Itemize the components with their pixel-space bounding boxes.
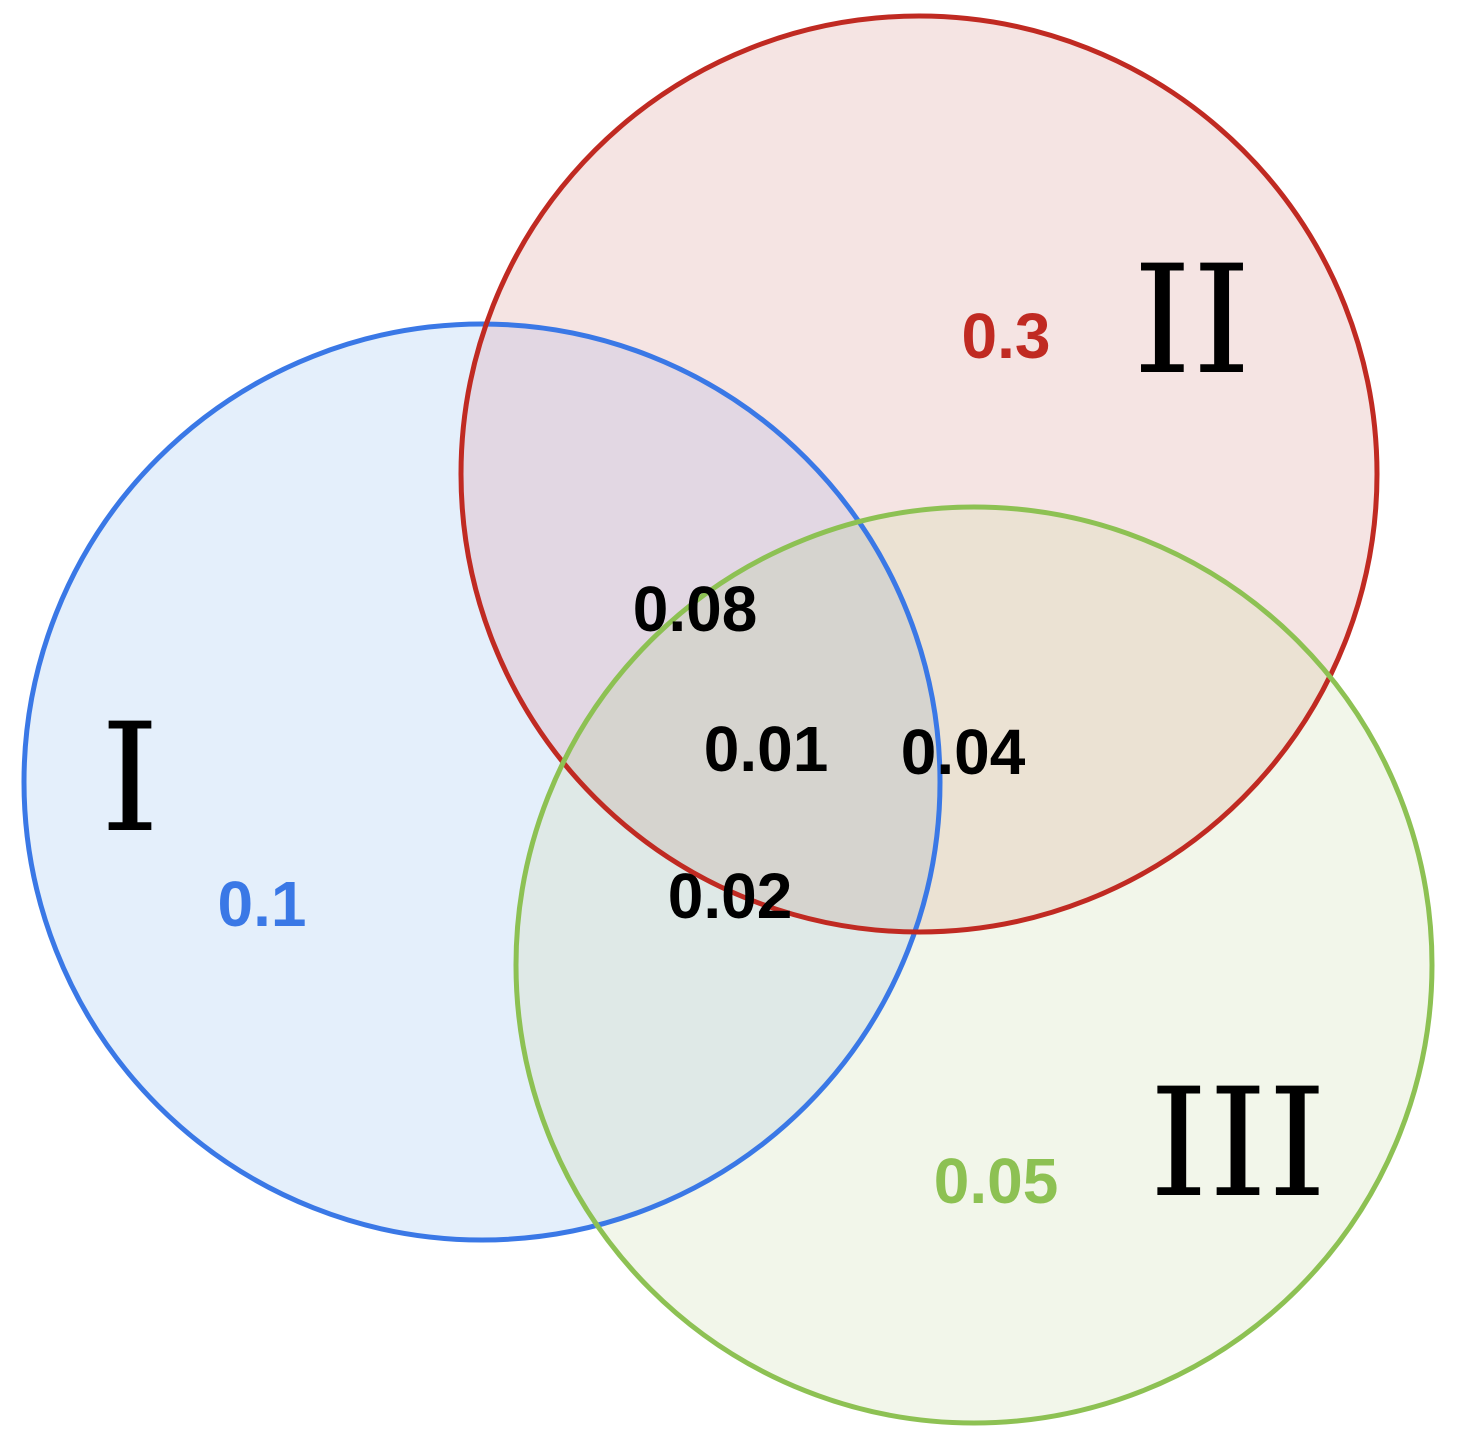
- overlap-I-II-III: [516, 507, 940, 932]
- set-II-outline: [458, 13, 1380, 935]
- set-II-label: II: [1133, 234, 1252, 408]
- set-III-label: III: [1149, 1057, 1327, 1231]
- intersection-I-II-III-value: 0.01: [704, 713, 829, 785]
- set-I-outline: [21, 321, 943, 1243]
- set-III-outline: [513, 504, 1435, 1426]
- set-III-value: 0.05: [934, 1145, 1059, 1217]
- intersection-II-III-value: 0.04: [901, 716, 1026, 788]
- intersection-I-III-value: 0.02: [668, 860, 793, 932]
- set-II-value: 0.3: [962, 300, 1051, 372]
- set-I-label: I: [100, 692, 159, 866]
- set-I-value: 0.1: [218, 868, 307, 940]
- intersection-I-II-value: 0.08: [633, 573, 758, 645]
